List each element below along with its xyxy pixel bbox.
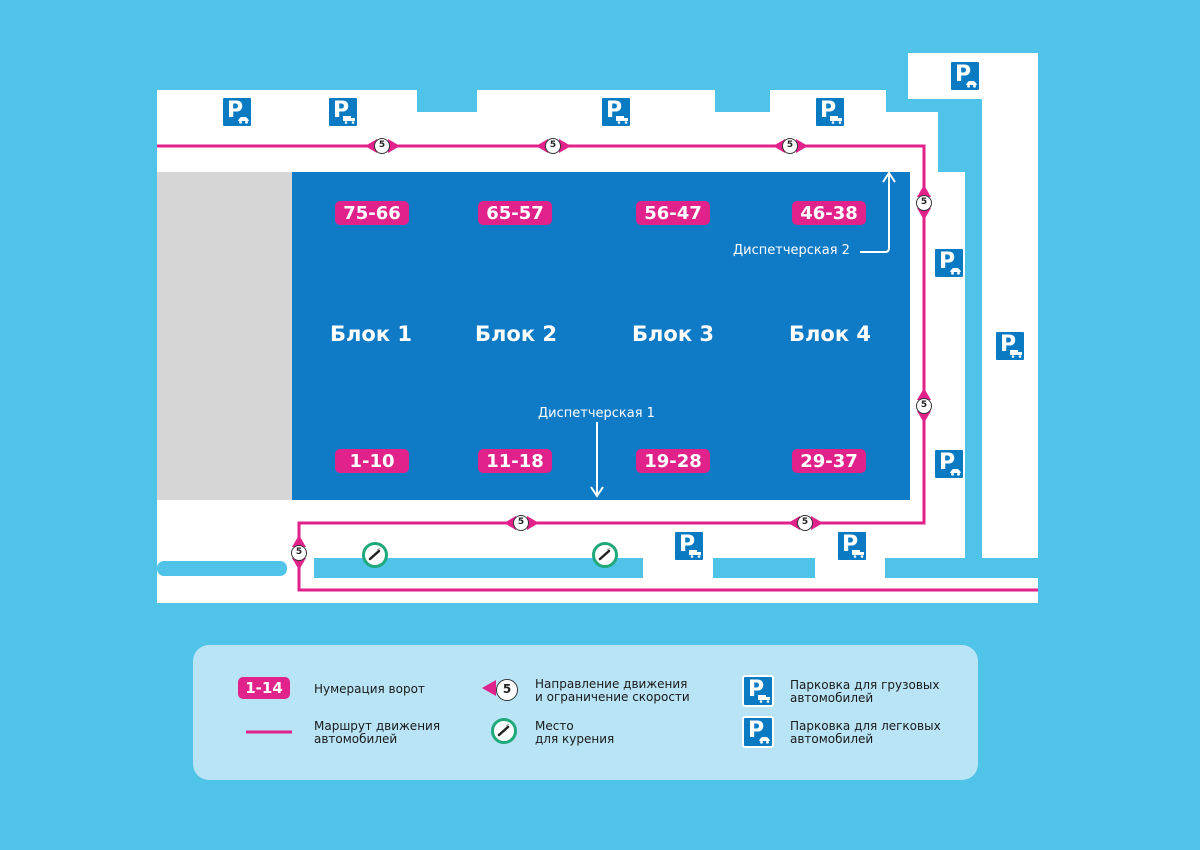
legend-smoke-label-2: для курения	[535, 732, 615, 746]
truck-parking-icon: P	[600, 96, 632, 128]
legend-route-label-1: Маршрут движения	[314, 719, 441, 733]
speed-limit-icon: 5	[496, 679, 518, 701]
speed-limit-icon: 5	[916, 398, 932, 414]
smoking-area-icon	[592, 542, 618, 568]
gate-label-1-10: 1-10	[335, 449, 409, 473]
block-3-label: Блок 3	[632, 322, 714, 346]
dispatch-2-label: Диспетчерская 2	[733, 243, 850, 258]
speed-limit-icon: 5	[916, 195, 932, 211]
truck-parking-icon: P	[673, 530, 705, 562]
warehouse-building	[292, 172, 910, 500]
legend-route-line	[246, 730, 292, 734]
speed-limit-icon: 5	[797, 515, 813, 531]
legend-gate-label: Нумерация ворот	[314, 682, 425, 696]
legend-car-label-1: Парковка для легковых	[790, 719, 941, 733]
truck-parking-icon: P	[836, 530, 868, 562]
smoking-area-icon	[491, 718, 517, 744]
gate-label-46-38: 46-38	[792, 201, 866, 225]
legend-speed-label-1: Направление движения	[535, 677, 688, 691]
direction-arrow-icon	[590, 171, 896, 498]
map-legend: 1-14 Нумерация ворот Маршрут движения ав…	[193, 645, 978, 780]
speed-limit-icon: 5	[513, 515, 529, 531]
legend-speed-label-2: и ограничение скорости	[535, 690, 690, 704]
speed-limit-icon: 5	[782, 138, 798, 154]
car-parking-icon: P	[221, 96, 253, 128]
car-parking-icon: P	[949, 60, 981, 92]
car-parking-icon: P	[933, 247, 965, 279]
speed-limit-icon: 5	[374, 138, 390, 154]
block-1-label: Блок 1	[330, 322, 412, 346]
gate-label-11-18: 11-18	[478, 449, 552, 473]
legend-truck-label-1: Парковка для грузовых	[790, 678, 940, 692]
legend-speed-wedge	[482, 680, 496, 696]
block-2-label: Блок 2	[475, 322, 557, 346]
legend-route-label-2: автомобилей	[314, 732, 398, 746]
blue-strips	[157, 130, 1038, 578]
gate-label-56-47: 56-47	[636, 201, 710, 225]
speed-limit-icon: 5	[291, 545, 307, 561]
truck-parking-icon: P	[327, 96, 359, 128]
truck-parking-icon: P	[994, 330, 1026, 362]
gate-label-65-57: 65-57	[478, 201, 552, 225]
legend-car-label-2: автомобилей	[790, 732, 874, 746]
legend-smoke-label-1: Место	[535, 719, 574, 733]
gate-label-19-28: 19-28	[636, 449, 710, 473]
gate-label-29-37: 29-37	[792, 449, 866, 473]
smoking-area-icon	[362, 542, 388, 568]
legend-truck-label-2: автомобилей	[790, 691, 874, 705]
car-parking-icon: P	[933, 448, 965, 480]
truck-parking-icon: P	[742, 675, 774, 707]
speed-limit-icon: 5	[545, 138, 561, 154]
truck-parking-icon: P	[814, 96, 846, 128]
legend-gate-sample: 1-14	[238, 677, 290, 699]
gate-label-75-66: 75-66	[335, 201, 409, 225]
car-parking-icon: P	[742, 716, 774, 748]
dispatch-1-label: Диспетчерская 1	[538, 406, 655, 421]
grey-area	[157, 172, 292, 500]
block-4-label: Блок 4	[789, 322, 871, 346]
